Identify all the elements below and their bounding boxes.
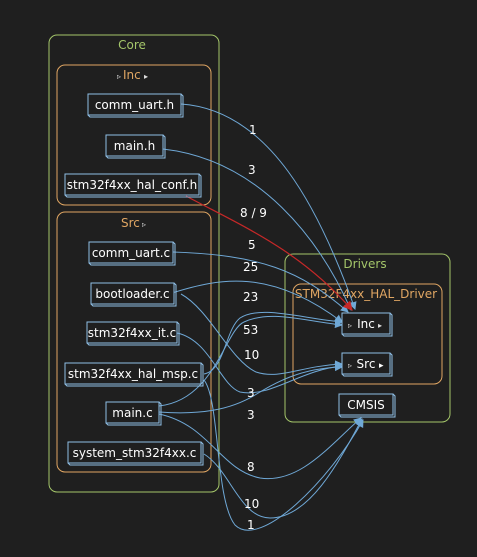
node-comm-uart-h[interactable]: comm_uart.h <box>87 93 184 118</box>
edge-label: 23 <box>243 290 258 304</box>
edge-label: 5 <box>248 238 256 252</box>
edge-main-h-to-hal-inc <box>162 148 352 311</box>
node-label: Src <box>357 357 376 371</box>
group-core-title: Core <box>118 38 146 52</box>
folder-arrow-icon: ▸ <box>378 321 382 330</box>
node-label: system_stm32f4xx.c <box>73 446 197 460</box>
edge-system-c-to-cmsis <box>203 418 363 519</box>
folder-open-icon: ▹ <box>117 72 121 81</box>
edge-label: 3 <box>247 386 255 400</box>
edge-main-c-to-hal-src <box>158 363 343 414</box>
node-label: comm_uart.h <box>95 98 174 112</box>
edge-label: 1 <box>247 518 255 532</box>
node-label: stm32f4xx_it.c <box>88 326 176 340</box>
node-system-c[interactable]: system_stm32f4xx.c <box>67 441 204 466</box>
edge-hal-msp-c-to-cmsis <box>203 379 364 531</box>
node-main-c[interactable]: main.c <box>105 401 162 426</box>
node-hal-src[interactable]: ▹ Src ▸ <box>341 352 393 377</box>
node-comm-uart-c[interactable]: comm_uart.c <box>88 241 176 266</box>
edges <box>158 103 364 531</box>
edge-comm-uart-h-to-hal-inc <box>180 103 357 310</box>
node-hal-inc[interactable]: ▹ Inc ▸ <box>341 312 393 337</box>
edge-label: 10 <box>244 348 259 362</box>
edge-label: 3 <box>247 408 255 422</box>
nodes: comm_uart.h main.h stm32f4xx_hal_conf.h … <box>64 93 396 466</box>
folder-open-icon: ▹ <box>348 361 352 370</box>
edge-bootloader-c-to-hal-src <box>180 293 343 375</box>
node-hal-conf-h[interactable]: stm32f4xx_hal_conf.h <box>64 173 202 198</box>
edge-comm-uart-c-to-hal-inc <box>172 251 349 313</box>
edge-main-c-to-hal-inc <box>158 315 343 407</box>
edge-label: 1 <box>249 123 257 137</box>
node-label: main.h <box>114 139 155 153</box>
group-core[interactable]: Core <box>48 34 220 493</box>
node-label: Inc <box>357 317 375 331</box>
edge-label: 25 <box>243 260 258 274</box>
folder-open-icon: ▹ <box>348 321 352 330</box>
node-label: CMSIS <box>347 398 385 412</box>
edge-label: 8 <box>247 460 255 474</box>
node-main-h[interactable]: main.h <box>105 134 166 159</box>
group-core-inc[interactable]: Inc ▹ ▸ <box>56 64 212 206</box>
folder-arrow-icon: ▸ <box>144 72 148 81</box>
folder-arrow-icon: ▹ <box>142 220 146 229</box>
node-label: main.c <box>112 406 152 420</box>
group-core-src-title: Src <box>121 216 140 230</box>
edge-label: 53 <box>243 323 258 337</box>
group-drivers-title: Drivers <box>343 257 386 271</box>
node-bootloader-c[interactable]: bootloader.c <box>90 282 177 307</box>
group-drivers[interactable]: Drivers <box>284 253 451 423</box>
node-label: bootloader.c <box>95 287 169 301</box>
edge-it-c-to-hal-src <box>176 332 343 394</box>
group-hal-driver-title: STM32F4xx_HAL_Driver <box>295 287 437 301</box>
node-cmsis[interactable]: CMSIS <box>338 393 396 418</box>
edge-hal-msp-c-to-hal-inc <box>203 311 343 375</box>
edge-label: 8 / 9 <box>240 206 267 220</box>
node-it-c[interactable]: stm32f4xx_it.c <box>86 321 180 346</box>
edge-label: 3 <box>248 163 256 177</box>
edge-bootloader-c-to-hal-inc <box>171 280 343 323</box>
node-label: comm_uart.c <box>92 246 170 260</box>
edge-labels: 1 3 8 / 9 5 25 23 53 10 3 3 8 10 1 <box>240 123 267 532</box>
node-hal-msp-c[interactable]: stm32f4xx_hal_msp.c <box>64 362 204 387</box>
edge-main-c-to-cmsis <box>158 413 362 480</box>
edge-label: 10 <box>244 497 259 511</box>
group-core-src[interactable]: Src ▹ <box>56 211 212 473</box>
edge-hal-conf-h-to-hal-inc-highlight <box>185 195 353 311</box>
folder-arrow-icon: ▸ <box>379 361 384 371</box>
group-core-inc-title: Inc <box>123 68 141 82</box>
node-label: stm32f4xx_hal_msp.c <box>68 367 198 381</box>
node-label: stm32f4xx_hal_conf.h <box>67 178 198 192</box>
